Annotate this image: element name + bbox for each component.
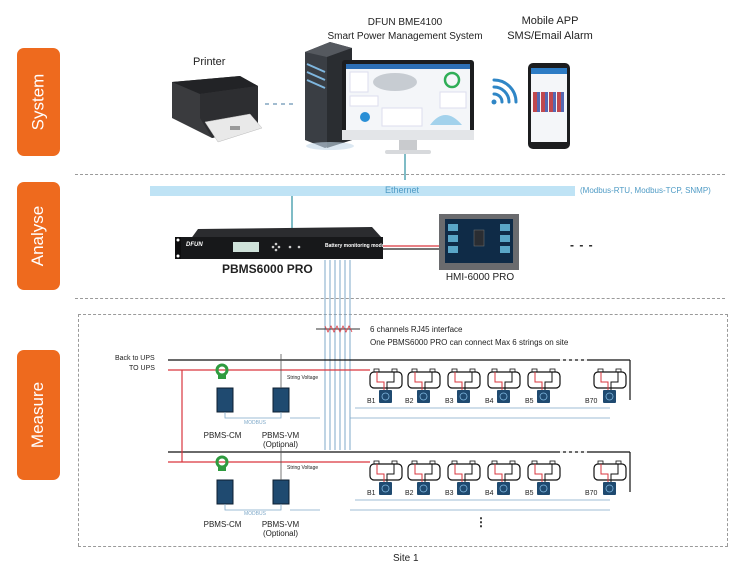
battery-B5-string-2-sensor-icon (537, 482, 550, 495)
measure-box-left (78, 314, 79, 546)
pbms-vm-label-2: PBMS-VM (261, 520, 300, 529)
battery-B2-string-1-label: B2 (405, 398, 414, 405)
pbms-vm-module-icon-2 (272, 479, 290, 505)
battery-B1-string-2-cell (369, 463, 403, 481)
divider-system-analyse (75, 174, 725, 175)
protocols-label: (Modbus-RTU, Modbus-TCP, SNMP) (580, 186, 711, 195)
battery-B3-string-1-cell (447, 371, 481, 389)
pbms-cm-label-2: PBMS-CM (203, 520, 242, 529)
pbms6000-controller-icon (175, 227, 383, 259)
battery-B5-string-2-cell (527, 463, 561, 481)
rj45-label-line2: One PBMS6000 PRO can connect Max 6 strin… (370, 338, 569, 347)
battery-B4-string-1-cell (487, 371, 521, 389)
hmi-label: HMI-6000 PRO (445, 272, 515, 283)
rj45-crossing-marks (324, 325, 353, 333)
section-tab-analyse: Analyse (17, 182, 60, 290)
battery-B70-string-1-cell (593, 371, 627, 389)
string-voltage-label-1: String Voltage (287, 375, 319, 381)
monitor-icon (342, 60, 474, 154)
pbms-cm-module-icon-2 (216, 479, 234, 505)
battery-B1-string-1-label: B1 (367, 398, 376, 405)
rj45-label-line1: 6 channels RJ45 interface (370, 325, 463, 334)
battery-B2-string-2-label: B2 (405, 490, 414, 497)
string-voltage-label-2: String Voltage (287, 465, 319, 471)
back-to-ups-label-1: Back to UPS (115, 355, 155, 362)
modbus-link-2 (224, 504, 282, 511)
battery-B4-string-2-sensor-icon (497, 482, 510, 495)
ethernet-bus (150, 186, 575, 196)
pbms-vm-optional-2: (Optional) (262, 529, 299, 538)
battery-B70-string-2-sensor-icon (603, 482, 616, 495)
mobile-subtitle: SMS/Email Alarm (507, 30, 593, 42)
battery-B5-string-1-sensor-icon (537, 390, 550, 403)
battery-B4-string-1-label: B4 (485, 398, 494, 405)
battery-B3-string-1-sensor-icon (457, 390, 470, 403)
battery-B5-string-1-cell (527, 371, 561, 389)
mobile-phone-icon (528, 63, 570, 149)
mobile-title: Mobile APP (521, 15, 579, 27)
measure-box-right (727, 314, 728, 546)
server-title: DFUN BME4100 (367, 17, 443, 28)
site-label: Site 1 (393, 553, 419, 564)
ethernet-label: Ethernet (385, 185, 420, 195)
controller-label: PBMS6000 PRO (222, 262, 313, 276)
modbus-label-2: MODBUS (244, 511, 266, 517)
battery-B4-string-1-sensor-icon (497, 390, 510, 403)
pbms-cm-label-1: PBMS-CM (203, 431, 242, 440)
pbms-vm-module-icon-1 (272, 387, 290, 413)
hmi-6000-panel-icon (439, 214, 519, 270)
controller-panel-text: Battery monitoring module (325, 243, 389, 249)
battery-B70-string-1-sensor-icon (603, 390, 616, 403)
battery-B3-string-2-sensor-icon (457, 482, 470, 495)
more-devices-indicator: - - - (570, 238, 594, 252)
battery-B5-string-1-label: B5 (525, 398, 534, 405)
divider-analyse-measure (75, 298, 725, 299)
battery-B3-string-2-label: B3 (445, 490, 454, 497)
battery-B70-string-2-cell (593, 463, 627, 481)
pbms-vm-optional-1: (Optional) (262, 440, 299, 449)
section-tab-system: System (17, 48, 60, 156)
wifi-icon (491, 78, 518, 105)
battery-B3-string-2-cell (447, 463, 481, 481)
battery-B4-string-2-cell (487, 463, 521, 481)
battery-B4-string-2-label: B4 (485, 490, 494, 497)
battery-B3-string-1-label: B3 (445, 398, 454, 405)
battery-strings (168, 354, 631, 511)
pbms-cm-module-icon-1 (216, 387, 234, 413)
controller-brand: DFUN (186, 242, 203, 248)
battery-B2-string-1-cell (407, 371, 441, 389)
measure-box-top (78, 314, 728, 315)
battery-B2-string-2-sensor-icon (417, 482, 430, 495)
battery-B70-string-1-label: B70 (585, 398, 598, 405)
battery-B1-string-1-sensor-icon (379, 390, 392, 403)
modbus-label-1: MODBUS (244, 420, 266, 426)
modbus-link-1 (224, 412, 282, 419)
to-ups-label-1: TO UPS (129, 365, 155, 372)
pbms-vm-label-1: PBMS-VM (261, 431, 300, 440)
battery-B1-string-2-label: B1 (367, 490, 376, 497)
measure-box-bottom (78, 546, 728, 547)
battery-B70-string-2-label: B70 (585, 490, 598, 497)
battery-B5-string-2-label: B5 (525, 490, 534, 497)
battery-B2-string-2-cell (407, 463, 441, 481)
server-subtitle: Smart Power Management System (327, 31, 483, 42)
more-strings-indicator: ⋮ (475, 515, 487, 529)
section-tab-measure: Measure (17, 350, 60, 480)
battery-B1-string-2-sensor-icon (379, 482, 392, 495)
battery-B1-string-1-cell (369, 371, 403, 389)
printer-icon (172, 76, 263, 143)
printer-label: Printer (193, 56, 226, 68)
phone-chart (533, 92, 564, 112)
battery-B2-string-1-sensor-icon (417, 390, 430, 403)
